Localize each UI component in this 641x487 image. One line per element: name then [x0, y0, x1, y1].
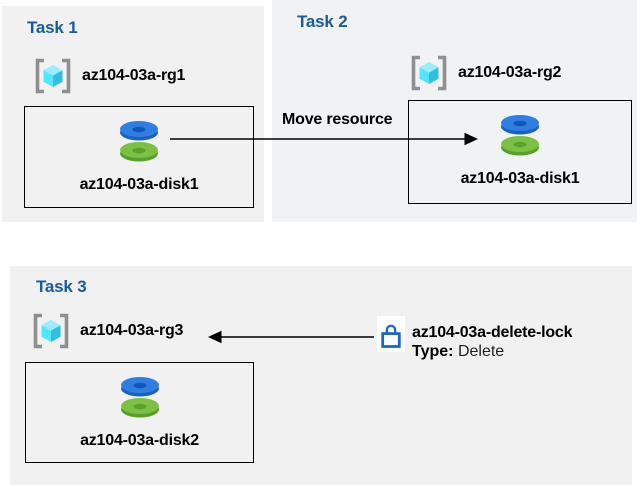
task-1-title: Task 1	[27, 18, 78, 37]
move-resource-label: Move resource	[282, 111, 393, 128]
task-3-title: Task 3	[36, 277, 87, 296]
disk-icon	[120, 121, 158, 162]
task-2-resource-box: az104-03a-disk1	[408, 100, 632, 204]
task-1-resource-group: az104-03a-rg1	[33, 58, 185, 94]
lock-name: az104-03a-delete-lock	[412, 324, 573, 341]
panel-task-3: Task 3 az104-03a-rg3 az104-03a-disk2	[10, 266, 632, 485]
panel-task-2: Task 2 Move resource az104-03a-rg2 az10	[272, 0, 637, 222]
task-1-resource-box: az104-03a-disk1	[24, 106, 254, 208]
disk-label: az104-03a-disk1	[460, 170, 580, 187]
task-3-resource-box: az104-03a-disk2	[25, 362, 254, 463]
lock-type-line: Type: Delete	[412, 342, 572, 361]
task-2-resource-group: az104-03a-rg2	[409, 55, 561, 91]
lock-type-value: Delete	[457, 343, 505, 360]
resource-group-icon	[411, 55, 447, 91]
resource-group-label: az104-03a-rg2	[458, 64, 562, 81]
resource-group-icon	[35, 58, 71, 94]
resource-group-label: az104-03a-rg1	[82, 67, 186, 84]
task-2-title: Task 2	[297, 12, 348, 31]
lock-type-label: Type:	[412, 343, 454, 360]
disk-icon	[501, 115, 539, 156]
lock-icon	[381, 324, 401, 348]
lock-icon-background	[377, 316, 405, 352]
disk-label: az104-03a-disk1	[79, 176, 199, 193]
task-3-resource-group: az104-03a-rg3	[31, 313, 183, 349]
disk-label: az104-03a-disk2	[80, 432, 199, 449]
lock-info: az104-03a-delete-lock Type: Delete	[412, 323, 573, 361]
panel-task-1: Task 1 az104-03a-rg1 az104-03a-disk1	[2, 6, 264, 222]
resource-group-label: az104-03a-rg3	[80, 322, 184, 339]
resource-group-icon	[33, 313, 69, 349]
disk-icon	[120, 377, 159, 418]
